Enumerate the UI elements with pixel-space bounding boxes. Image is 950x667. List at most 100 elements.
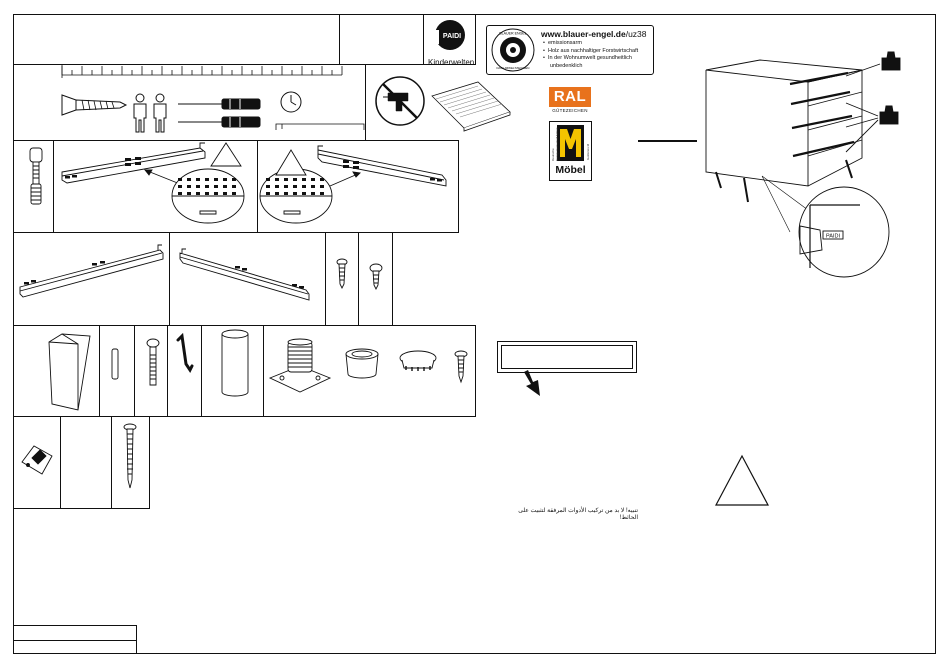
runner-hole — [187, 192, 191, 195]
weight-icon — [879, 51, 901, 125]
runner-hole — [232, 178, 236, 181]
header-brand-cell — [423, 14, 476, 65]
runner-hole — [284, 192, 288, 195]
drawer-runner-left-icon — [61, 142, 245, 224]
seal-bottom-text: DAS UMWELTZEICHEN — [497, 66, 530, 70]
part-cell-long-screw — [111, 416, 150, 509]
runner-hole — [302, 192, 306, 195]
ral-logo-text: RAL — [553, 88, 587, 105]
bullet-item: • Holz aus nachhaltiger Forstwirtschaft — [543, 47, 639, 54]
brand-subtitle: Kinderwelten — [428, 58, 475, 67]
detail-magnifier: PAIDI — [761, 175, 890, 278]
threaded-cap-icon — [399, 350, 437, 371]
wall-anchor-plate-icon — [21, 445, 53, 475]
dresser-icon — [705, 59, 863, 203]
runner-hole — [320, 185, 324, 188]
part-cell-leg-fittings — [263, 325, 476, 417]
bullet-text: Holz aus nachhaltiger Forstwirtschaft — [547, 47, 639, 54]
runner-hole — [320, 192, 324, 195]
runner-hole — [196, 192, 200, 195]
bullet-text: unbedenklich — [550, 62, 583, 69]
runner-hole — [275, 185, 279, 188]
bullet-item: unbedenklich — [543, 63, 651, 71]
runner-hole — [266, 185, 270, 188]
runner-hole — [302, 178, 306, 181]
runner-hole — [275, 192, 279, 195]
warning-triangle-icon — [715, 454, 769, 506]
ring-adapter-icon — [345, 348, 379, 379]
ral-subtitle: GÜTEZEICHEN — [552, 108, 588, 113]
runner-hole — [311, 185, 315, 188]
ral-logo: RAL GÜTEZEICHEN — [549, 87, 591, 116]
bullet-item: • emissionsarm — [543, 40, 582, 46]
drawer-rail-a-icon — [19, 244, 164, 298]
runner-hole — [293, 192, 297, 195]
hex-bolt-icon — [146, 338, 160, 386]
leg-mounting-plate-icon — [268, 338, 332, 393]
callout-inner — [501, 345, 633, 369]
runner-hole — [293, 185, 297, 188]
runner-hole — [223, 192, 227, 195]
runner-hole — [302, 185, 306, 188]
ruler-icon — [61, 64, 343, 78]
bullet-text: In der Wohnumwelt gesundheitlich — [547, 55, 632, 61]
bullet-item: • In der Wohnumwelt gesundheitlich — [543, 55, 632, 61]
runner-hole — [232, 192, 236, 195]
runner-hole — [311, 178, 315, 181]
screw-icon — [61, 94, 128, 116]
paidi-logo-mark: PAIDI — [434, 20, 465, 50]
runner-hole — [178, 178, 182, 181]
blue-angel-label — [486, 25, 654, 75]
runner-hole — [205, 192, 209, 195]
runner-hole — [205, 178, 209, 181]
runner-hole — [214, 178, 218, 181]
runner-hole — [178, 185, 182, 188]
booklet-icon — [431, 81, 511, 132]
small-screw-icon — [336, 258, 383, 291]
runner-hole — [311, 192, 315, 195]
blue-angel-url-path: /uz38 — [625, 29, 647, 39]
footer-cell-bottom — [13, 640, 137, 654]
runner-hole — [187, 185, 191, 188]
seal-top-text: BLAUER ENGEL — [499, 32, 527, 36]
screwdriver-icon — [178, 98, 261, 128]
runner-hole — [214, 192, 218, 195]
runner-hole — [205, 185, 209, 188]
runner-hole — [266, 178, 270, 181]
fitting-screw-icon — [454, 350, 468, 384]
cam-bolt-icon — [29, 147, 43, 205]
wooden-dowel-icon — [111, 348, 119, 380]
wall-mount-warning-ar: تنبيه! لا بد من تركيب الأدوات المرفقة لت… — [518, 508, 638, 521]
runner-hole — [293, 178, 297, 181]
blue-angel-bullets: • emissionsarm • Holz aus nachhaltiger F… — [543, 40, 651, 70]
runner-hole — [223, 178, 227, 181]
moebel-m-block — [557, 125, 584, 161]
moebel-label: Möbel — [555, 164, 586, 176]
blue-angel-url-domain: www.blauer-engel.de — [541, 29, 626, 39]
moebel-seal: Deutsche Gütegemeinschaft Möbel Goldenes… — [549, 121, 592, 181]
bullet-text: emissionsarm — [547, 40, 582, 46]
runner-hole — [275, 178, 279, 181]
furniture-leg-icon — [48, 333, 91, 411]
runner-hole — [178, 192, 182, 195]
drawer-rail-b-icon — [179, 248, 310, 301]
long-screw-icon — [123, 423, 137, 489]
runner-hole — [284, 178, 288, 181]
callout-brand-label: PAIDI — [826, 234, 840, 240]
two-persons-icon — [133, 93, 167, 133]
paidi-logo-text: PAIDI — [443, 33, 461, 40]
weight-pointers — [845, 63, 881, 153]
allen-key-icon — [176, 332, 194, 373]
runner-hole — [320, 178, 324, 181]
golden-m-icon — [560, 129, 581, 157]
paidi-logo: PAIDI Kinderwelten — [428, 18, 475, 67]
runner-hole — [196, 185, 200, 188]
cylinder-sleeve-icon — [221, 329, 249, 397]
runner-hole — [266, 192, 270, 195]
blue-angel-seal-icon: BLAUER ENGEL DAS UMWELTZEICHEN — [491, 28, 535, 72]
clock-icon — [280, 91, 302, 113]
callout-box — [497, 341, 637, 373]
